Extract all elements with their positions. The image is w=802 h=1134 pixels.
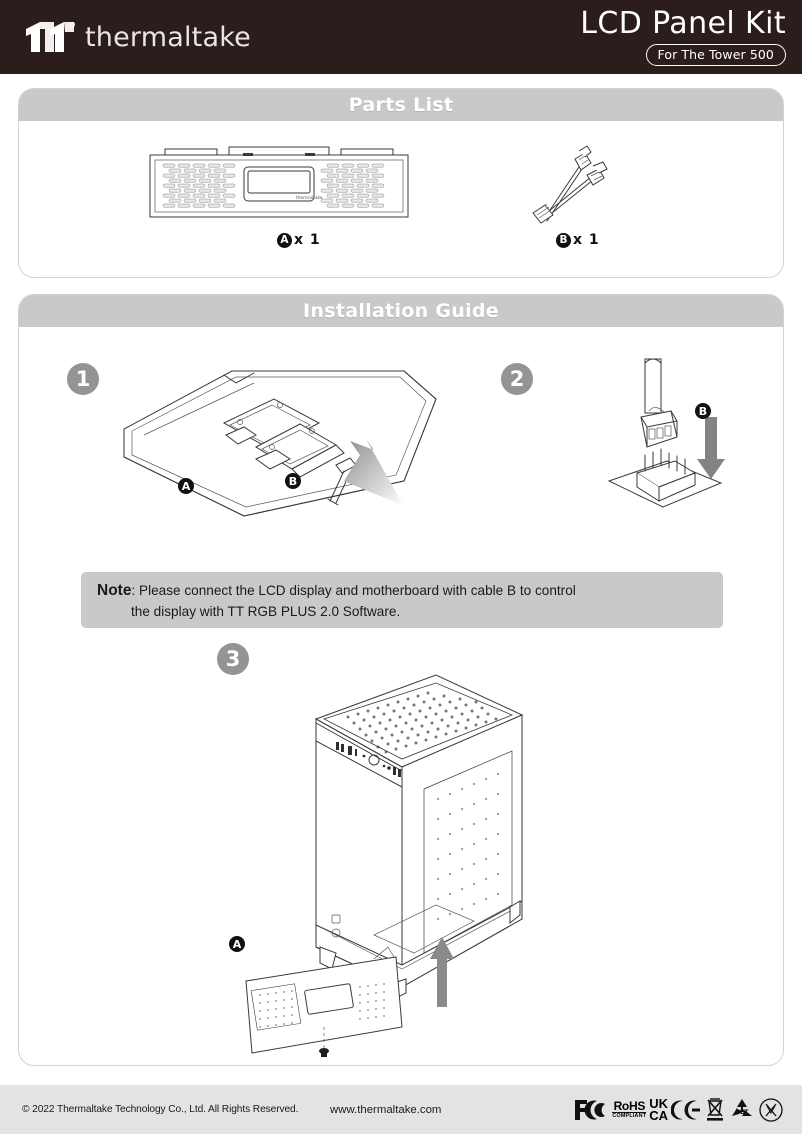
fcc-icon xyxy=(573,1097,609,1123)
parts-list-header: Parts List xyxy=(19,89,783,121)
copyright-text: © 2022 Thermaltake Technology Co., Ltd. … xyxy=(22,1104,299,1115)
part-b-quantity: B x 1 xyxy=(556,232,600,248)
rohs-label: RoHS xyxy=(613,1098,646,1113)
note-text-line-1: Please connect the LCD display and mothe… xyxy=(139,583,576,598)
ukca-icon: UK CA xyxy=(649,1095,668,1123)
step-1-marker-a: A xyxy=(178,478,194,494)
brand-lockup: thermaltake xyxy=(24,20,251,54)
page-header: thermaltake LCD Panel Kit For The Tower … xyxy=(0,0,802,74)
no-disposal-icon xyxy=(758,1097,784,1123)
connector-to-motherboard-header-illustration xyxy=(579,355,749,525)
step-1-badge: 1 xyxy=(67,363,99,395)
ukca-line-2: CA xyxy=(649,1107,668,1123)
installation-guide-title: Installation Guide xyxy=(303,300,499,322)
ukca-line-1: UK xyxy=(649,1095,668,1111)
step-3-badge: 3 xyxy=(217,643,249,675)
note-text-line-2: the display with TT RGB PLUS 2.0 Softwar… xyxy=(131,604,401,620)
part-b-quantity-text: x 1 xyxy=(573,232,600,248)
step-2-badge: 2 xyxy=(501,363,533,395)
svg-text:thermaltake: thermaltake xyxy=(296,195,323,201)
compatibility-badge: For The Tower 500 xyxy=(645,43,786,66)
up-arrow-icon xyxy=(430,937,454,1007)
step-2-marker-b: B xyxy=(695,403,711,419)
rohs-compliant-label: COMPLIANT xyxy=(612,1111,647,1119)
certification-marks: RoHS COMPLIANT UK CA xyxy=(573,1097,784,1123)
step-1-marker-b: B xyxy=(285,473,301,489)
parts-list-body: thermaltake A x 1 xyxy=(19,121,783,277)
y-splitter-cable-illustration xyxy=(519,133,619,233)
note-first-line: Note: Please connect the LCD display and… xyxy=(97,580,709,602)
part-a-quantity-text: x 1 xyxy=(294,232,321,248)
panel-rear-cable-insert-illustration xyxy=(104,361,454,521)
note-label: Note xyxy=(97,582,132,599)
kit-title-block: LCD Panel Kit For The Tower 500 xyxy=(580,8,786,66)
weee-crossed-bin-icon xyxy=(704,1097,726,1123)
installation-guide-section: Installation Guide 1 xyxy=(18,294,784,1066)
note-separator: : xyxy=(131,583,136,598)
installation-guide-body: 1 xyxy=(19,327,783,1065)
lcd-panel-illustration: thermaltake xyxy=(147,143,411,225)
page-title: LCD Panel Kit xyxy=(580,6,786,42)
part-b-badge: B xyxy=(556,232,571,248)
svg-text:PET: PET xyxy=(736,1109,749,1116)
brand-name: thermaltake xyxy=(85,21,251,53)
recycling-loop-icon: PET xyxy=(729,1097,755,1123)
thermaltake-tt-logo-icon xyxy=(24,20,76,54)
step-3-marker-a: A xyxy=(229,936,245,952)
screw-icon xyxy=(319,1048,329,1057)
parts-list-section: Parts List xyxy=(18,88,784,278)
tower-500-case-panel-install-illustration xyxy=(224,657,534,1057)
part-a-quantity: A x 1 xyxy=(277,232,321,248)
installation-guide-header: Installation Guide xyxy=(19,295,783,327)
website-url[interactable]: www.thermaltake.com xyxy=(330,1103,442,1116)
note-box: Note: Please connect the LCD display and… xyxy=(81,572,723,628)
page-footer: © 2022 Thermaltake Technology Co., Ltd. … xyxy=(0,1085,802,1134)
ce-icon xyxy=(671,1098,701,1122)
part-a-badge: A xyxy=(277,232,292,248)
rohs-icon: RoHS COMPLIANT xyxy=(612,1098,647,1119)
down-arrow-icon xyxy=(697,417,725,479)
parts-list-title: Parts List xyxy=(348,94,454,116)
